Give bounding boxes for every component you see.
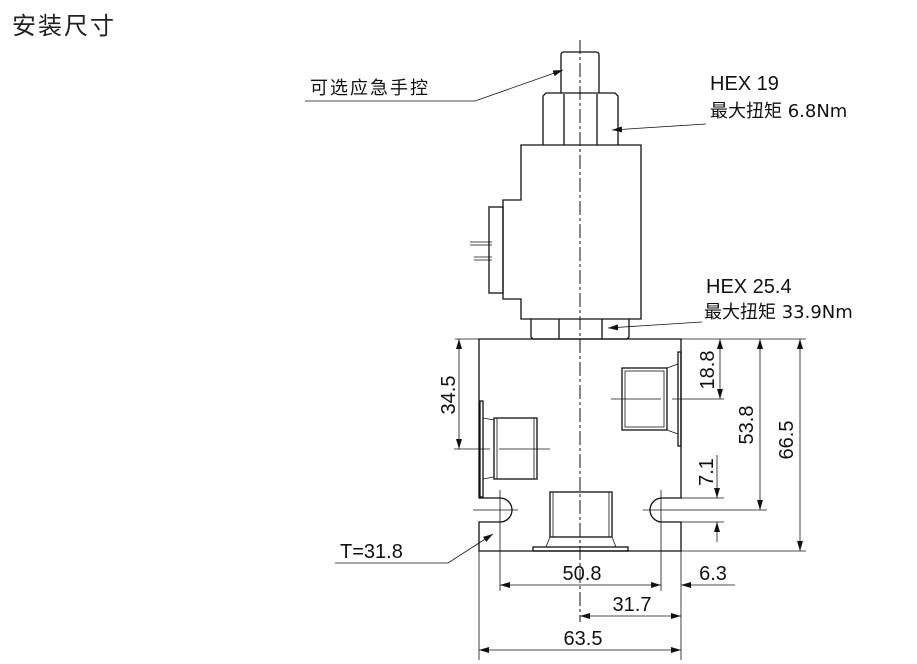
thickness-leader: [335, 533, 494, 564]
dim-31-7: 31.7: [613, 594, 652, 616]
hex-19-leader: [611, 123, 707, 133]
dim-53-8: 53.8: [736, 406, 758, 445]
torque-bottom-label: 最大扭矩 33.9Nm: [704, 302, 853, 323]
hex-19-label: HEX 19: [710, 73, 779, 95]
connector-box: [488, 206, 504, 294]
torque-top-label: 最大扭矩 6.8Nm: [710, 101, 847, 122]
valve-body: [454, 338, 767, 552]
manual-override-leader: [305, 69, 564, 102]
dim-18-8: 18.8: [697, 351, 719, 390]
thickness-label: T=31.8: [340, 541, 403, 563]
dim-6-3: 6.3: [699, 563, 727, 585]
hex-25-4-leader: [607, 321, 703, 331]
solenoid-coil: [470, 144, 642, 320]
dim-7-1: 7.1: [696, 458, 718, 486]
dim-63-5: 63.5: [564, 628, 603, 650]
manual-override-label: 可选应急手控: [310, 78, 430, 99]
dimension-lines: [456, 339, 803, 653]
dim-50-8: 50.8: [563, 563, 602, 585]
hex-nut-19: [542, 92, 619, 145]
manual-override-stem: [560, 51, 600, 93]
dim-34-5: 34.5: [438, 376, 460, 415]
extension-lines: [455, 338, 806, 660]
page-title: 安装尺寸: [12, 12, 116, 40]
dim-66-5: 66.5: [776, 421, 798, 460]
hex-25-4-label: HEX 25.4: [706, 276, 792, 298]
